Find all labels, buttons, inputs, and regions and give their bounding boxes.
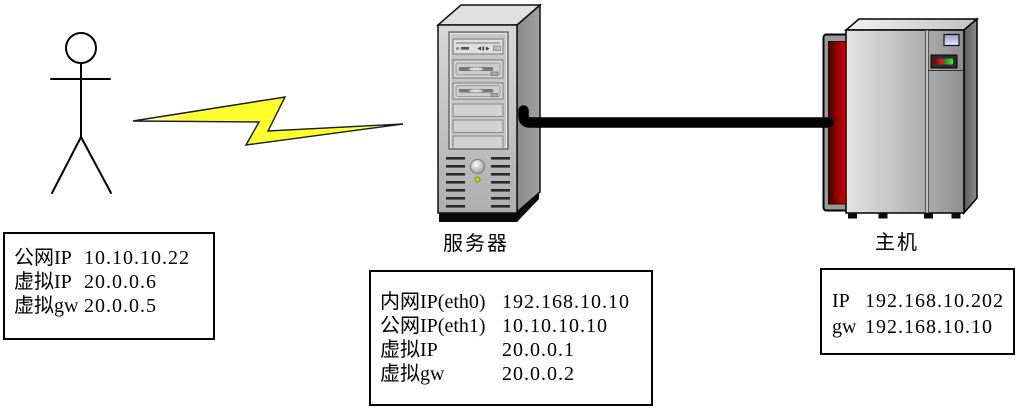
host-indicator-panel — [930, 54, 958, 69]
server-power-button — [470, 159, 485, 174]
floppy-drive-2 — [452, 82, 504, 100]
ip-value: 10.10.10.10 — [502, 315, 608, 337]
ip-row: 公网IP(eth1) 10.10.10.10 — [380, 314, 645, 338]
ip-row: 公网IP 10.10.10.22 — [14, 246, 207, 270]
ip-label: 虚拟IP — [380, 339, 438, 361]
host-green-indicator — [943, 58, 953, 65]
host-feet — [848, 213, 961, 219]
host-caption: 主机 — [875, 232, 919, 254]
ip-row: 内网IP(eth0) 192.168.10.10 — [380, 290, 645, 314]
ip-value: 10.10.10.22 — [84, 247, 190, 269]
lightning-bolt-icon — [132, 96, 404, 146]
ip-label: gw — [832, 316, 857, 338]
ip-value: 20.0.0.1 — [502, 339, 575, 361]
ip-value: 192.168.10.10 — [502, 291, 630, 313]
user-ip-box: 公网IP 10.10.10.22 虚拟IP 20.0.0.6 虚拟gw 20.0… — [3, 232, 215, 340]
ip-value: 20.0.0.6 — [84, 271, 157, 293]
ip-value: 192.168.10.202 — [865, 290, 1004, 312]
ip-label: IP — [832, 290, 850, 312]
host-ip-box: IP 192.168.10.202 gw 192.168.10.10 — [820, 268, 1015, 355]
ip-row: 虚拟gw 20.0.0.2 — [380, 362, 645, 386]
user-head — [65, 32, 97, 64]
ip-label: 公网IP — [14, 247, 72, 269]
ip-label: 公网IP(eth1) — [380, 315, 486, 337]
ip-value: 20.0.0.5 — [84, 295, 157, 317]
floppy1-eject-button — [490, 71, 499, 76]
server-ip-box: 内网IP(eth0) 192.168.10.10 公网IP(eth1) 10.1… — [369, 270, 653, 406]
server-base — [439, 193, 539, 222]
ip-row: 虚拟IP 20.0.0.6 — [14, 270, 207, 294]
ip-row: 虚拟IP 20.0.0.1 — [380, 338, 645, 362]
server-blank-bays — [452, 103, 504, 149]
host-side-face — [963, 17, 978, 216]
ip-label: 虚拟gw — [14, 295, 79, 317]
host-red-indicator — [934, 58, 944, 65]
ip-value: 192.168.10.10 — [865, 316, 993, 338]
ip-row: 虚拟gw 20.0.0.5 — [14, 294, 207, 318]
server-vents — [446, 157, 510, 208]
host-red-door — [822, 33, 853, 212]
cdrom-eject-button — [493, 45, 501, 51]
host-display — [943, 33, 960, 47]
ip-label: 虚拟IP — [14, 271, 72, 293]
server-power-led — [474, 176, 481, 183]
ip-row: gw 192.168.10.10 — [832, 314, 1007, 340]
lightning-bolt-shape — [132, 96, 404, 146]
ip-label: 内网IP(eth0) — [380, 291, 486, 313]
user-right-leg — [80, 136, 112, 194]
ip-value: 20.0.0.2 — [502, 363, 575, 385]
server-tower-icon — [435, 3, 543, 222]
cdrom-led — [456, 47, 459, 50]
floppy2-eject-button — [490, 93, 498, 98]
ip-row: IP 192.168.10.202 — [832, 288, 1007, 314]
floppy-drive-1 — [452, 59, 504, 79]
host-top-face — [843, 18, 980, 31]
ip-label: 虚拟gw — [380, 363, 445, 385]
network-cable — [518, 105, 834, 128]
server-caption: 服务器 — [443, 233, 509, 255]
host-machine-icon — [843, 17, 980, 219]
user-left-leg — [51, 136, 82, 194]
cdrom-drive — [452, 38, 504, 55]
user-figure-icon — [50, 32, 112, 194]
